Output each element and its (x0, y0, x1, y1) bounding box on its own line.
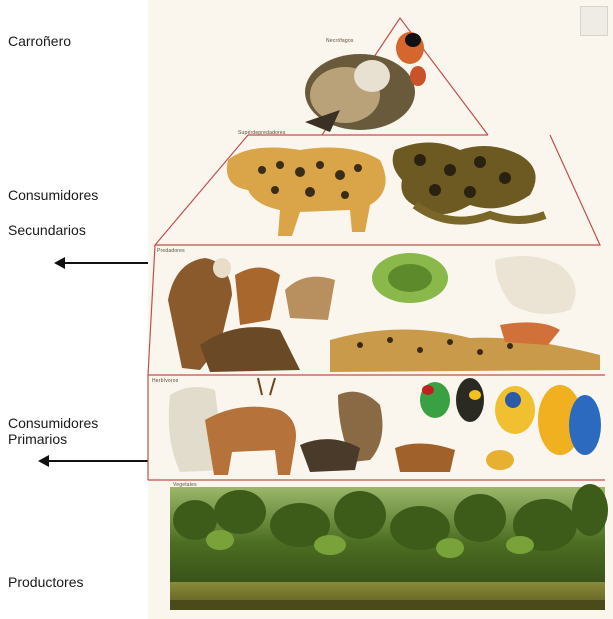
condor-illustration (305, 32, 426, 132)
predators-illustration (168, 253, 600, 372)
caption-vegetales: Vegetales (173, 482, 197, 488)
caption-herbivoros: Herbívoros (152, 378, 178, 384)
caption-superdepredadores: Superdepredadores (238, 130, 286, 136)
jaguar-anaconda-illustration (227, 143, 545, 237)
caption-necrofagos: Necrófagos (326, 38, 354, 44)
forest-illustration (170, 484, 608, 610)
caption-predadores: Predadores (157, 248, 185, 254)
herbivores-illustration (169, 378, 601, 475)
